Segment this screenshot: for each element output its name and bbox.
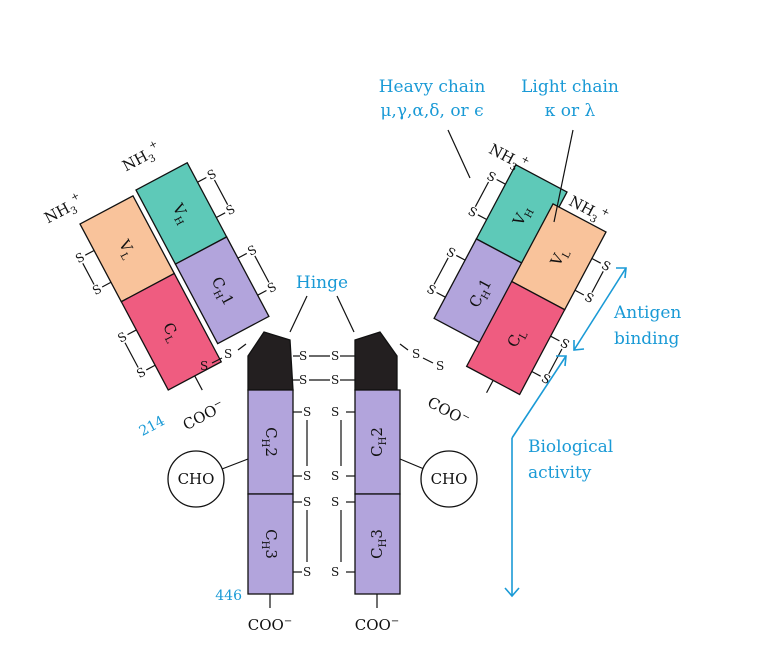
hinge-disulfides: S S S S xyxy=(293,349,355,387)
right-ch3-domain xyxy=(354,493,401,595)
svg-text:S: S xyxy=(224,347,232,361)
svg-text:S: S xyxy=(331,373,339,387)
heavy-chain-title: Heavy chain xyxy=(379,77,486,97)
right-ch2-label: C xyxy=(368,445,386,456)
sulfur-label: S xyxy=(599,258,613,274)
biological-activity-label-1: Biological xyxy=(528,437,613,457)
svg-text:CH3: CH3 xyxy=(368,529,389,559)
svg-text:CH2: CH2 xyxy=(259,427,280,457)
svg-text:CH2: CH2 xyxy=(368,427,389,457)
left-hinge xyxy=(247,331,294,391)
sulfur-label: S xyxy=(582,290,596,306)
sulfur-label: S xyxy=(303,405,311,419)
antigen-binding-label-2: binding xyxy=(614,329,680,349)
biological-activity-label-2: activity xyxy=(528,463,592,483)
svg-text:S: S xyxy=(200,359,208,373)
left-heavy-nh3-label: NH3+ xyxy=(118,138,165,178)
right-heavy-coo-label: COO− xyxy=(355,616,399,634)
right-hinge xyxy=(354,331,398,391)
sulfur-label: S xyxy=(245,242,259,258)
svg-text:CH3: CH3 xyxy=(259,529,280,559)
antigen-binding-arrow xyxy=(573,267,627,351)
sulfur-label: S xyxy=(424,282,438,298)
left-cho-circle xyxy=(167,450,225,508)
sulfur-label: S xyxy=(224,202,238,218)
sulfur-label: S xyxy=(303,565,311,579)
left-light-coo-label: COO− xyxy=(180,397,228,434)
sulfur-label: S xyxy=(331,469,339,483)
right-light-chain: VL CL S S S S xyxy=(465,202,613,396)
residue-446-label: 446 xyxy=(215,588,242,604)
sulfur-label: S xyxy=(115,329,129,345)
left-heavy-coo-label: COO− xyxy=(248,616,292,634)
sulfur-label: S xyxy=(265,280,279,296)
right-cho-label: CHO xyxy=(431,470,468,488)
left-ch2-label: C xyxy=(262,427,280,438)
sulfur-label: S xyxy=(466,204,480,220)
right-cho-circle xyxy=(420,450,478,508)
svg-text:S: S xyxy=(299,373,307,387)
svg-text:S: S xyxy=(412,347,420,361)
biological-activity-arrow xyxy=(504,355,567,598)
svg-text:CH1: CH1 xyxy=(205,274,238,310)
sulfur-label: S xyxy=(485,169,499,185)
left-ch2-domain xyxy=(247,389,294,495)
right-light-coo-label: COO− xyxy=(424,393,472,430)
sulfur-label: S xyxy=(90,282,104,298)
heavy-chain-types: μ,γ,α,δ, or ϵ xyxy=(380,101,483,121)
sulfur-label: S xyxy=(331,495,339,509)
svg-text:S: S xyxy=(299,349,307,363)
svg-text:CL: CL xyxy=(503,325,530,351)
svg-text:S: S xyxy=(436,359,444,373)
left-ch3-label: C xyxy=(262,529,280,540)
antigen-binding-label-1: Antigen xyxy=(613,303,681,323)
sulfur-label: S xyxy=(331,565,339,579)
sulfur-label: S xyxy=(134,365,148,381)
right-cl-domain xyxy=(465,280,566,396)
residue-214-label: 214 xyxy=(137,413,168,440)
sulfur-label: S xyxy=(303,495,311,509)
right-ch3-label: C xyxy=(368,547,386,558)
hinge-label: Hinge xyxy=(296,273,348,293)
left-heavy-arm: VH CH1 S S S S xyxy=(135,161,279,345)
sulfur-label: S xyxy=(73,250,87,266)
sulfur-label: S xyxy=(303,469,311,483)
sulfur-label: S xyxy=(444,245,458,261)
sulfur-label: S xyxy=(331,405,339,419)
light-chain-types: κ or λ xyxy=(545,101,596,121)
sulfur-label: S xyxy=(558,336,572,352)
right-heavy-light-disulfide: S S xyxy=(399,343,444,373)
left-heavy-light-disulfide: S S xyxy=(200,343,247,373)
left-cho-label: CHO xyxy=(178,470,215,488)
left-ch1-domain xyxy=(174,236,270,345)
sulfur-label: S xyxy=(205,167,219,183)
light-chain-title: Light chain xyxy=(521,77,619,97)
svg-text:S: S xyxy=(331,349,339,363)
